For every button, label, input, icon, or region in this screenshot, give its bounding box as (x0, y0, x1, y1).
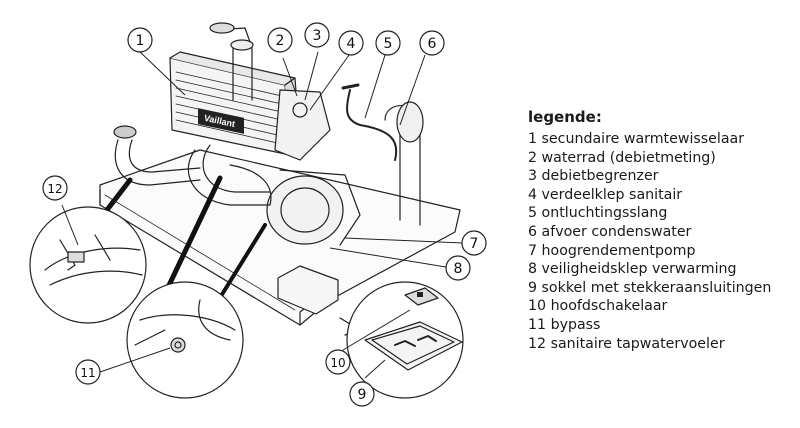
callout-6: 6 (419, 30, 445, 56)
callout-12: 12 (42, 175, 68, 201)
callout-7: 7 (461, 230, 487, 256)
legend-item: 3 debietbegrenzer (528, 168, 659, 185)
legend-item: 6 afvoer condenswater (528, 223, 692, 240)
legend-item: 10 hoofdschakelaar (528, 298, 668, 315)
vent-hose (346, 89, 398, 161)
svg-text:4: 4 (347, 36, 356, 52)
legend-item: 8 veiligheidsklep verwarming (528, 261, 737, 278)
pump (266, 169, 361, 246)
legend-item: 11 bypass (528, 316, 601, 333)
connector-box (277, 265, 339, 315)
callout-8: 8 (445, 255, 471, 281)
callout-2: 2 (267, 27, 293, 53)
detail-circle-11 (126, 281, 244, 399)
legend-item: 2 waterrad (debietmeting) (528, 149, 716, 166)
legend-item: 4 verdeelklep sanitair (528, 186, 683, 203)
legend-title: legende: (528, 108, 602, 126)
svg-text:10: 10 (330, 356, 345, 370)
callout-9: 9 (349, 381, 375, 407)
legend-item: 7 hoogrendementpomp (528, 242, 696, 259)
top-pipe (232, 44, 253, 101)
callout-10: 10 (325, 349, 351, 375)
legend-item: 12 sanitaire tapwatervoeler (528, 335, 725, 352)
callout-11: 11 (75, 359, 101, 385)
chassis-plate (99, 149, 461, 326)
detail-circle-12 (29, 206, 147, 324)
callout-5: 5 (375, 30, 401, 56)
svg-text:9: 9 (358, 387, 367, 403)
callouts: 1 2 3 4 5 6 7 8 9 10 11 12 (42, 22, 487, 407)
condensate-siphon (384, 101, 424, 226)
svg-text:3: 3 (313, 28, 322, 44)
legend-item: 1 secundaire warmtewisselaar (528, 131, 745, 147)
callout-4: 4 (338, 30, 364, 56)
legend-item: 5 ontluchtingsslang (528, 205, 668, 222)
callout-3: 3 (304, 22, 330, 48)
svg-text:8: 8 (454, 261, 463, 277)
svg-text:7: 7 (470, 236, 479, 252)
svg-text:11: 11 (80, 366, 95, 380)
left-pipe (114, 139, 201, 186)
legend-list: 1 secundaire warmtewisselaar 2 waterrad … (528, 130, 771, 353)
svg-text:12: 12 (47, 182, 62, 196)
svg-text:5: 5 (384, 36, 393, 52)
legend-item: 9 sokkel met stekkeraansluitingen (528, 279, 772, 296)
svg-text:6: 6 (428, 36, 437, 52)
legend: legende: 1 secundaire warmtewisselaar 2 … (528, 108, 771, 353)
svg-text:1: 1 (136, 33, 145, 49)
callout-1: 1 (127, 27, 153, 53)
svg-text:2: 2 (276, 33, 285, 49)
